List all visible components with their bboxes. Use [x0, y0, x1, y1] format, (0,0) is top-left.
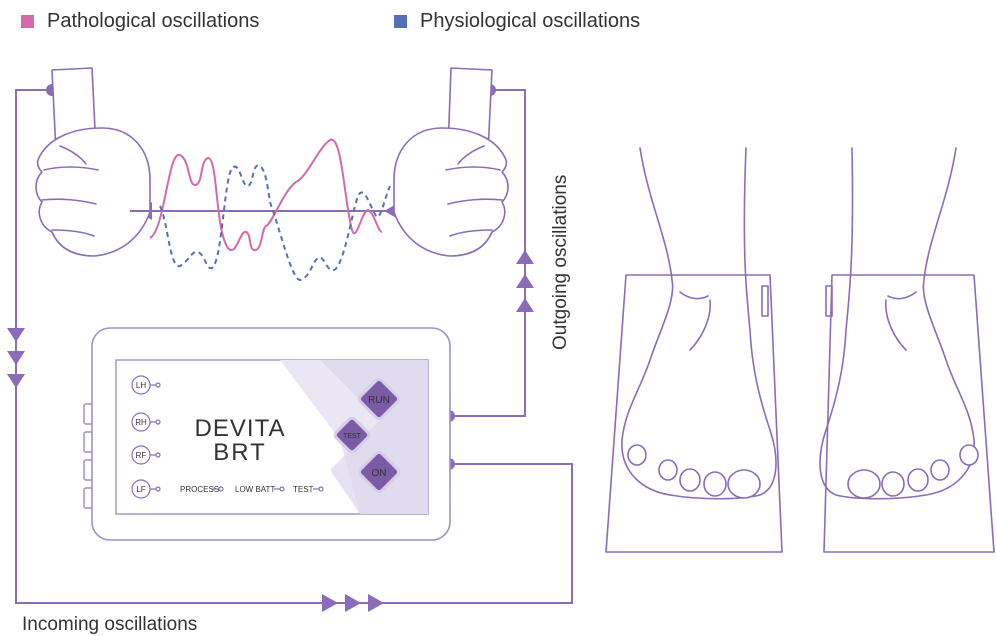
arrow-up-3	[516, 298, 534, 312]
port-label-lh: LH	[136, 381, 146, 390]
left-big-toe	[727, 469, 761, 499]
indicator-test: TEST	[293, 485, 314, 494]
arrow-down-2	[7, 351, 25, 365]
port-lf: LF	[131, 479, 161, 499]
right-hand-fingers	[445, 145, 503, 237]
right-toe-4	[930, 459, 950, 481]
left-plate-slot	[761, 285, 769, 317]
right-hand	[393, 127, 509, 257]
legend-item-physiological: Physiological oscillations	[394, 10, 640, 33]
port-rh: RH	[131, 412, 161, 432]
right-big-toe	[847, 469, 881, 499]
left-hand	[35, 127, 151, 257]
port-label-lf: LF	[136, 485, 145, 494]
port-rf: RF	[131, 445, 161, 465]
arrow-down-3	[7, 374, 25, 388]
port-list: LH RH RF LF	[131, 375, 161, 499]
port-lh: LH	[131, 375, 161, 395]
legend-label-pathological: Pathological oscillations	[47, 10, 260, 32]
port-label-rh: RH	[135, 418, 147, 427]
arrow-right-3	[368, 594, 384, 612]
indicator-list: PROCESS LOW BATT TEST	[180, 485, 324, 494]
arrow-up-2	[516, 274, 534, 288]
outgoing-oscillations-label: Outgoing oscillations	[550, 175, 571, 350]
devita-device: LH RH RF LF D	[83, 327, 451, 541]
arrow-down-1	[7, 328, 25, 342]
legend-swatch-pathological	[21, 15, 34, 28]
run-button[interactable]: RUN	[357, 377, 401, 421]
right-toe-5	[959, 444, 979, 466]
left-toe-2	[703, 471, 727, 497]
right-foot-ankle	[885, 291, 917, 351]
on-button-label: ON	[372, 468, 387, 479]
arrow-up-1	[516, 250, 534, 264]
device-brand-top: DeVita	[195, 415, 286, 442]
left-toe-5	[627, 444, 647, 466]
right-toe-2	[881, 471, 905, 497]
indicator-low-batt: LOW BATT	[235, 485, 275, 494]
hand-electrodes	[35, 67, 509, 257]
arrow-right-1	[322, 594, 338, 612]
left-foot-plate	[605, 274, 783, 553]
left-toe-4	[658, 459, 678, 481]
test-button[interactable]: TEST	[333, 416, 371, 454]
left-hand-fingers	[41, 145, 99, 237]
foot-electrodes	[605, 147, 995, 553]
arrow-right-2	[345, 594, 361, 612]
on-button[interactable]: ON	[357, 450, 401, 494]
right-foot	[819, 147, 975, 500]
run-button-label: RUN	[368, 395, 390, 406]
legend-label-physiological: Physiological oscillations	[420, 10, 641, 32]
physiological-wave	[159, 164, 391, 282]
indicator-process: PROCESS	[180, 485, 219, 494]
test-button-label: TEST	[343, 433, 362, 440]
device-brand-bottom: BRT	[213, 439, 267, 466]
incoming-wire	[15, 89, 573, 604]
screen-shade-inner	[320, 360, 428, 514]
incoming-oscillations-label: Incoming oscillations	[22, 614, 197, 635]
left-foot-ankle	[679, 291, 711, 351]
right-toe-3	[907, 468, 929, 492]
left-foot	[621, 147, 777, 500]
left-toe-3	[679, 468, 701, 492]
port-label-rf: RF	[136, 451, 147, 460]
pathological-wave	[149, 138, 383, 252]
legend-item-pathological: Pathological oscillations	[21, 10, 259, 33]
legend-swatch-physiological	[394, 15, 407, 28]
right-plate-slot	[825, 285, 833, 317]
